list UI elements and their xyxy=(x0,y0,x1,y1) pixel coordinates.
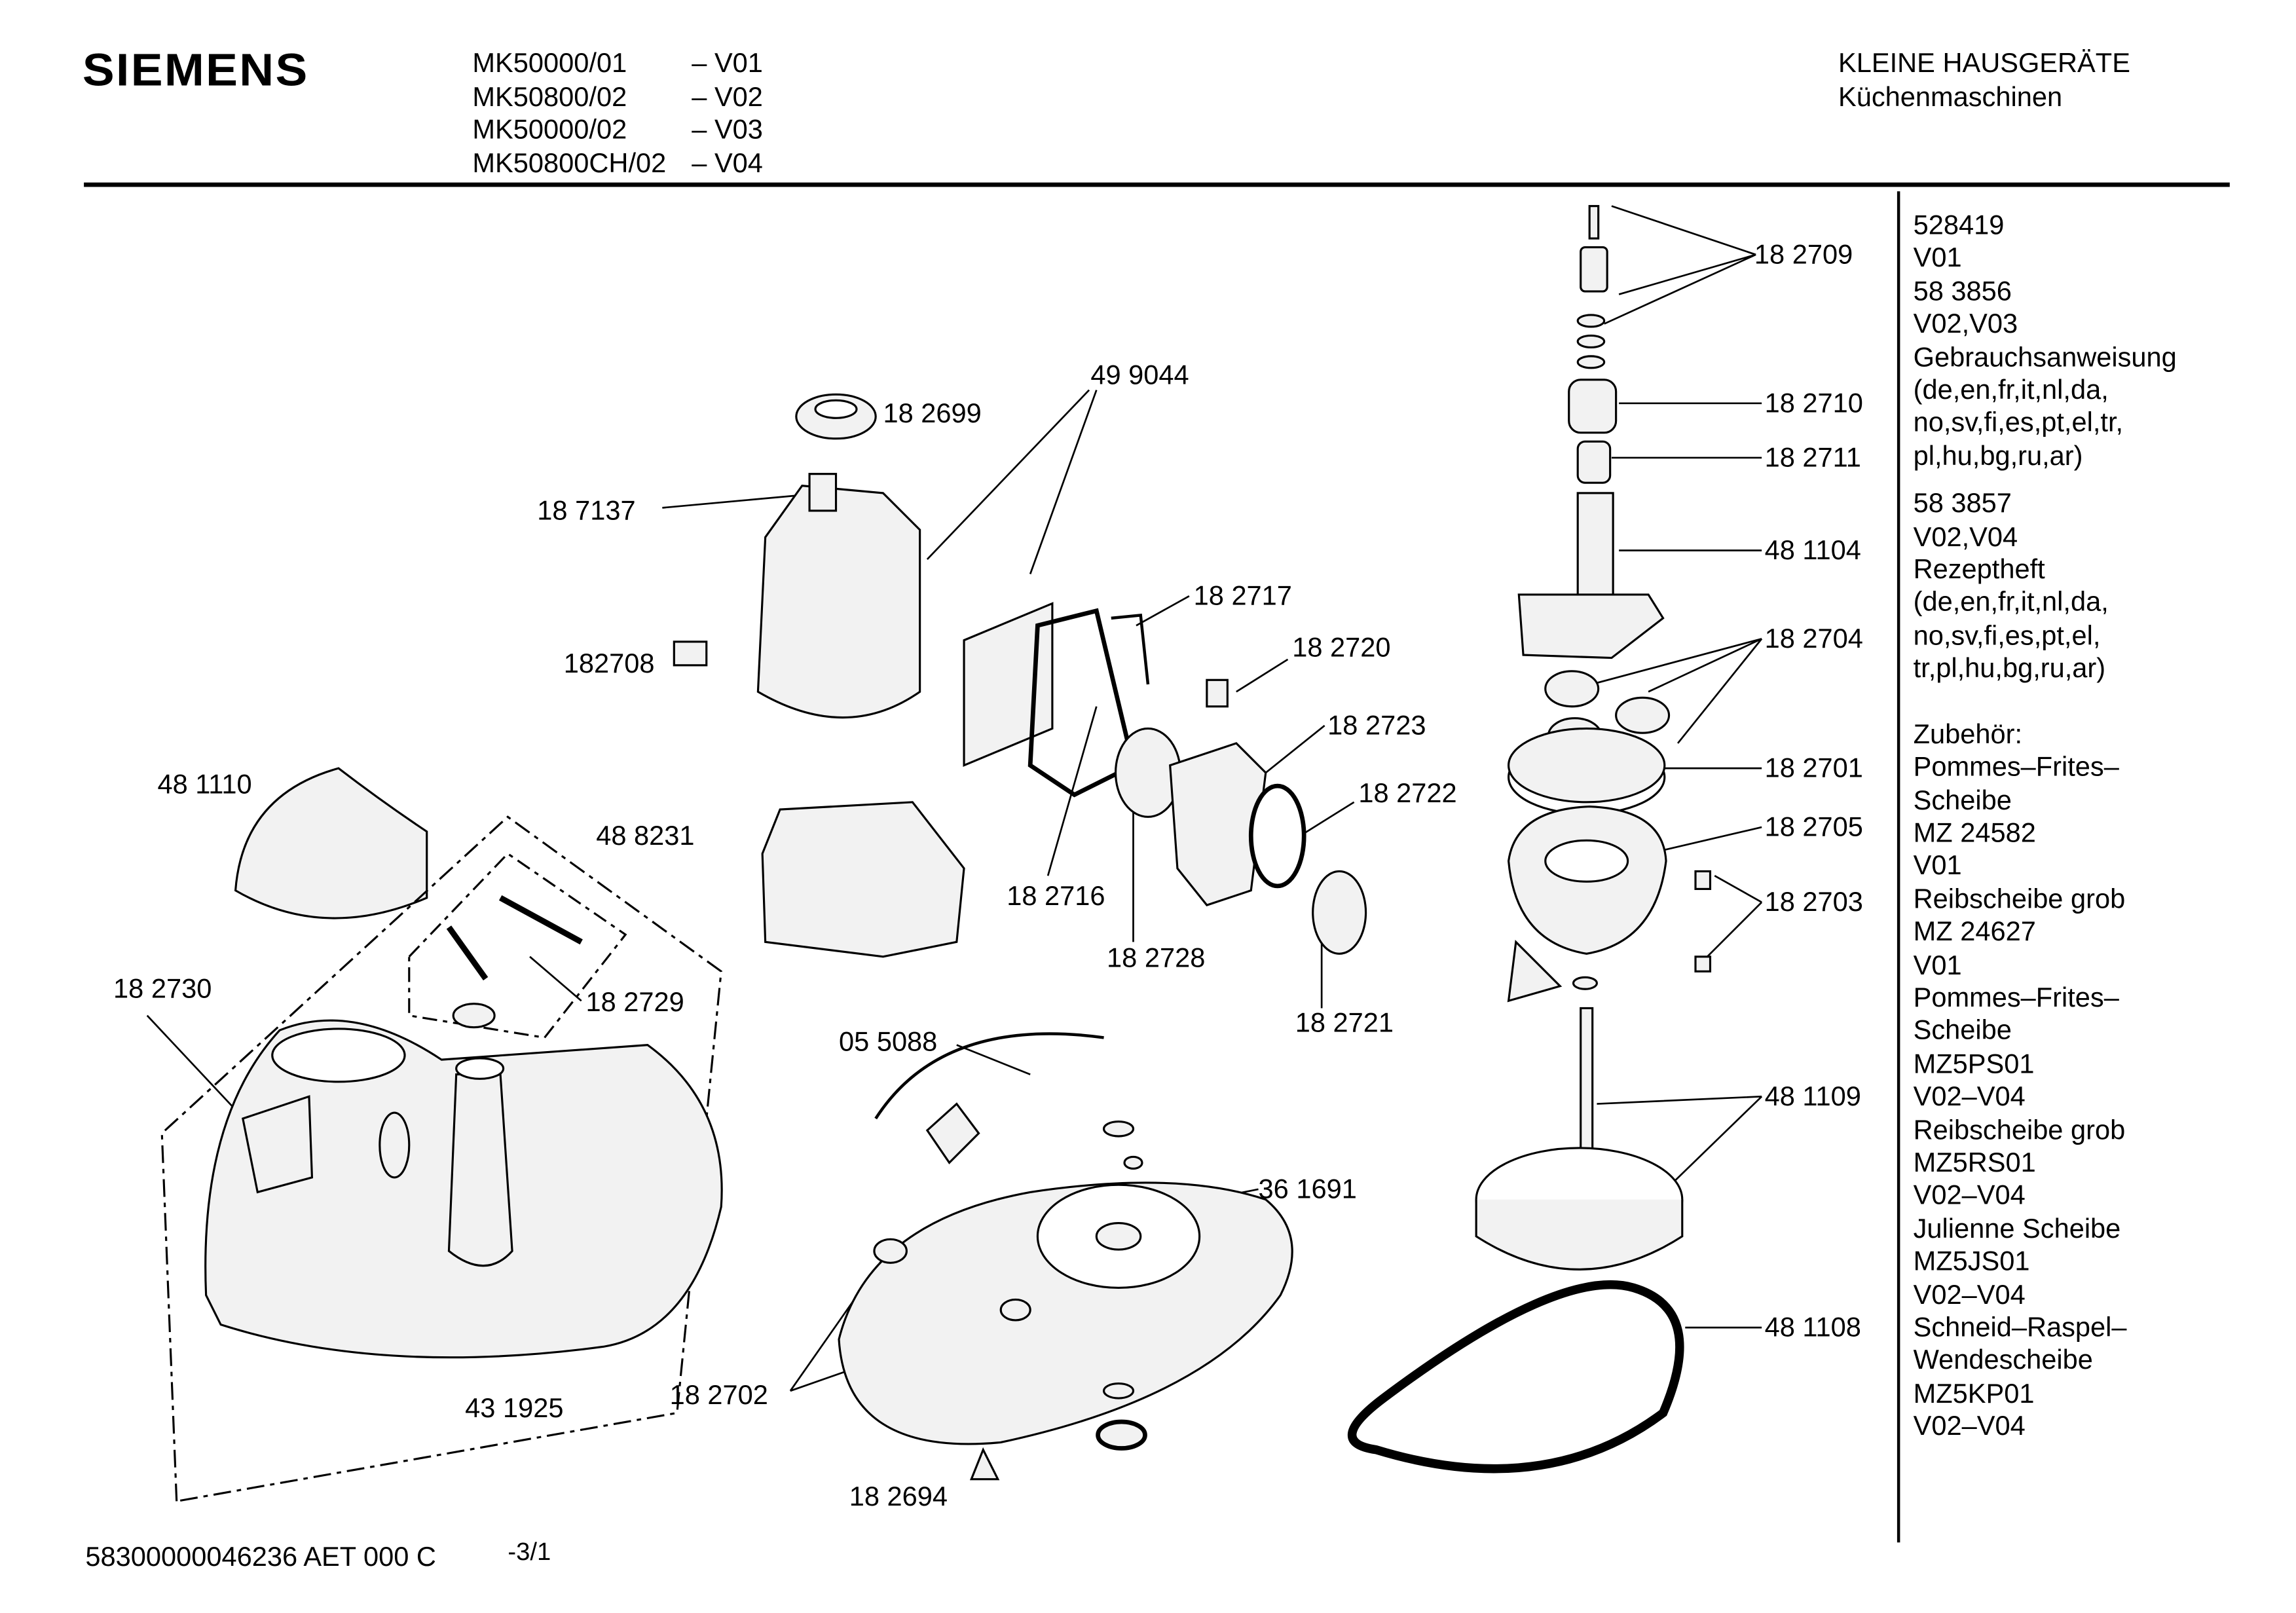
document-number: 58300000046236 AET 000 C xyxy=(85,1541,436,1572)
category: KLEINE HAUSGERÄTE xyxy=(1838,46,2130,79)
part-label: 18 2711 xyxy=(1764,441,1861,473)
part-label: 18 2702 xyxy=(669,1379,768,1411)
note-line: Scheibe xyxy=(1913,783,2012,815)
part-label: 18 2716 xyxy=(1007,880,1105,912)
motor-assembly xyxy=(673,393,1367,958)
column-divider xyxy=(1897,191,1900,1543)
variant: – V02 xyxy=(692,81,763,112)
part-label: 18 7137 xyxy=(537,494,636,526)
part-label: 18 2699 xyxy=(883,397,982,428)
part-label: 48 1108 xyxy=(1764,1311,1861,1343)
part-label: 18 2717 xyxy=(1193,580,1292,611)
note-line: V01 xyxy=(1913,849,1962,881)
part-label: 18 2705 xyxy=(1764,811,1863,842)
note-line: V02,V04 xyxy=(1913,520,2018,552)
part-label: 18 2710 xyxy=(1764,387,1863,418)
note-line: V02,V03 xyxy=(1913,308,2018,339)
model: MK50800CH/02 xyxy=(472,147,667,178)
part-label: 48 1104 xyxy=(1764,534,1861,566)
note-line: Reibscheibe grob xyxy=(1913,1113,2126,1145)
part-label: 36 1691 xyxy=(1258,1173,1357,1204)
note-line: MZ 24627 xyxy=(1913,916,2036,947)
part-label: 18 2721 xyxy=(1295,1007,1394,1038)
model: MK50800/02 xyxy=(472,81,627,112)
model: MK50000/02 xyxy=(472,113,627,145)
part-label: 48 1110 xyxy=(157,768,252,800)
part-label: 18 2703 xyxy=(1764,885,1863,918)
part-label: 18 2723 xyxy=(1327,709,1426,741)
subcategory: Küchenmaschinen xyxy=(1838,81,2063,112)
note-line: V02–V04 xyxy=(1913,1278,2026,1310)
part-label: 18 2720 xyxy=(1292,631,1391,663)
note-line: V02–V04 xyxy=(1913,1179,2026,1211)
note-line: V02–V04 xyxy=(1913,1080,2026,1112)
part-label: 18 2722 xyxy=(1358,777,1457,808)
variant: – V01 xyxy=(692,46,763,79)
variant: – V04 xyxy=(692,147,763,178)
part-label: 43 1925 xyxy=(465,1392,564,1424)
note-line: MZ 24582 xyxy=(1913,817,2036,848)
note-line: tr,pl,hu,bg,ru,ar) xyxy=(1913,652,2106,684)
note-line: Wendescheibe xyxy=(1913,1344,2093,1375)
note-line: Scheibe xyxy=(1913,1014,2012,1046)
note-line: MZ5JS01 xyxy=(1913,1245,2030,1276)
part-label: 18 2694 xyxy=(849,1480,948,1512)
note-line: 528419 xyxy=(1913,209,2005,240)
note-line: Rezeptheft xyxy=(1913,553,2045,585)
housing xyxy=(160,767,723,1503)
note-line: Gebrauchsanweisung xyxy=(1913,341,2177,372)
note-line: no,sv,fi,es,pt,el, xyxy=(1913,619,2101,651)
page-number: -3/1 xyxy=(508,1538,551,1567)
gears-and-rings xyxy=(1347,670,1712,1474)
part-label: 18 2709 xyxy=(1754,238,1853,270)
note-line: V01 xyxy=(1913,948,1962,980)
note-line: no,sv,fi,es,pt,el,tr, xyxy=(1913,407,2124,438)
model: MK50000/01 xyxy=(472,46,627,79)
part-label: 49 9044 xyxy=(1090,359,1189,390)
note-line: Reibscheibe grob xyxy=(1913,882,2126,914)
note-line: (de,en,fr,it,nl,da, xyxy=(1913,373,2109,405)
leader-lines xyxy=(146,205,1763,1392)
note-line: Pommes–Frites– xyxy=(1913,981,2119,1013)
part-label: 182708 xyxy=(563,647,655,679)
variant: – V03 xyxy=(692,113,763,145)
note-line: Zubehör: xyxy=(1913,718,2023,749)
note-line: 58 3857 xyxy=(1913,487,2012,519)
note-line: pl,hu,bg,ru,ar) xyxy=(1913,439,2083,471)
part-label: 05 5088 xyxy=(839,1026,938,1057)
part-label: 18 2728 xyxy=(1107,942,1206,973)
note-line: Pommes–Frites– xyxy=(1913,751,2119,782)
note-line: Schneid–Raspel– xyxy=(1913,1311,2127,1343)
note-line: V02–V04 xyxy=(1913,1410,2026,1441)
siemens-logo: SIEMENS xyxy=(82,44,309,96)
note-line: 58 3856 xyxy=(1913,274,2012,306)
note-line: Julienne Scheibe xyxy=(1913,1212,2121,1244)
part-label: 18 2704 xyxy=(1764,622,1863,654)
base-assembly xyxy=(838,1032,1293,1481)
header-divider xyxy=(84,182,2230,187)
note-line: (de,en,fr,it,nl,da, xyxy=(1913,586,2109,618)
part-label: 48 1109 xyxy=(1764,1080,1861,1111)
note-line: V01 xyxy=(1913,242,1962,273)
note-line: MZ5PS01 xyxy=(1913,1047,2035,1079)
drive-shaft-stack xyxy=(1517,205,1665,659)
part-label: 18 2701 xyxy=(1764,752,1863,783)
part-label: 18 2730 xyxy=(113,973,212,1004)
part-label: 18 2729 xyxy=(585,986,684,1017)
note-line: MZ5KP01 xyxy=(1913,1377,2035,1409)
note-line: MZ5RS01 xyxy=(1913,1146,2036,1177)
part-label: 48 8231 xyxy=(596,819,695,851)
